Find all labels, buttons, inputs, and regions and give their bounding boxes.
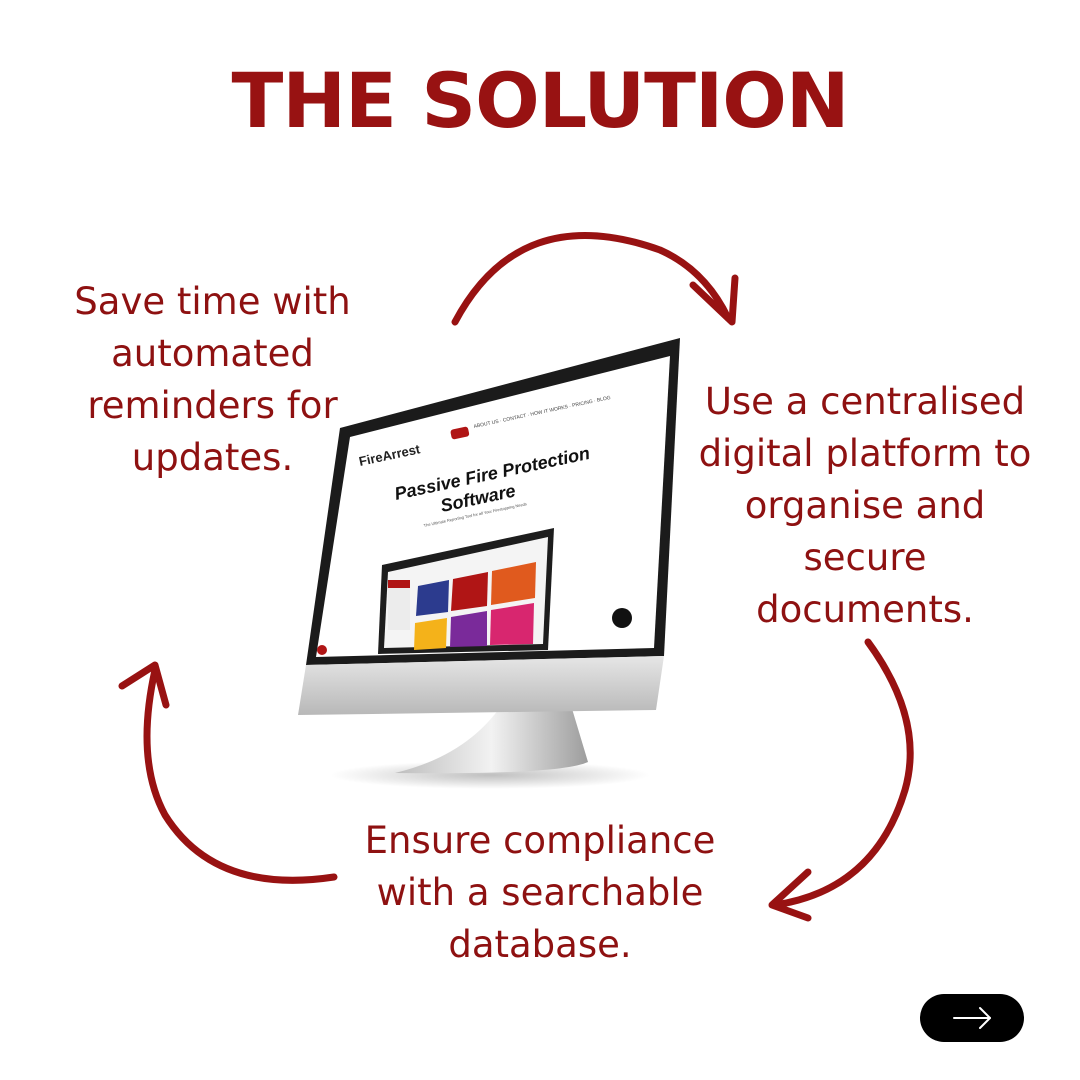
caption-compliance-database: Ensure compliance with a searchable data… bbox=[364, 819, 716, 966]
caption-automated-reminders: Save time with automated reminders for u… bbox=[74, 280, 351, 479]
arrowhead-right bbox=[768, 868, 812, 922]
caption-centralised-platform: Use a centralised digital platform to or… bbox=[698, 380, 1032, 631]
monitor-stand bbox=[395, 700, 588, 774]
monitor-screen: FireArrest ABOUT US · CONTACT · HOW IT W… bbox=[316, 356, 670, 657]
next-button[interactable] bbox=[920, 994, 1024, 1042]
arrow-right-icon bbox=[953, 1007, 991, 1029]
monitor-chin bbox=[298, 656, 664, 715]
arrowhead-left bbox=[118, 661, 170, 709]
page-title: THE SOLUTION bbox=[231, 56, 850, 145]
arrow-right bbox=[771, 638, 914, 909]
arrow-left bbox=[143, 666, 338, 884]
arrowhead-top bbox=[689, 274, 739, 326]
arrow-top bbox=[451, 231, 732, 326]
